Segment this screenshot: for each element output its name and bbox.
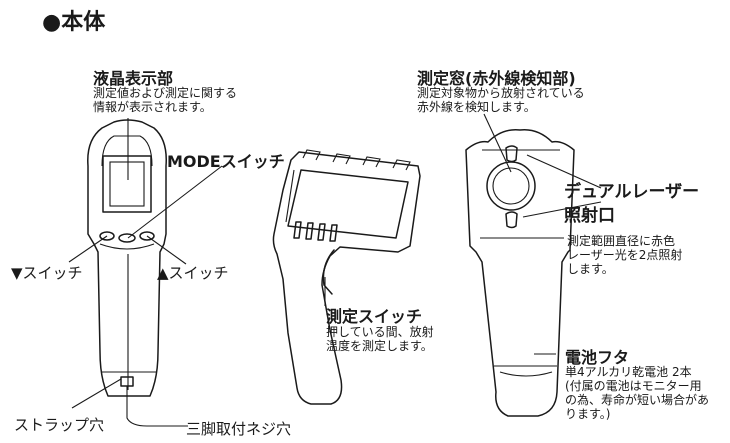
trigger-title: 測定スイッチ <box>326 307 423 326</box>
battery-cover-title: 電池フタ <box>565 348 630 367</box>
leader-lines <box>68 113 602 427</box>
down-switch-label: ▼スイッチ <box>11 264 83 282</box>
side-view-illustration <box>272 149 421 405</box>
lcd-title: 液晶表示部 <box>93 69 174 88</box>
tripod-hole-label: 三脚取付ネジ穴 <box>186 420 292 438</box>
sensor-window-description: 測定対象物から放射されている 赤外線を検知します。 <box>417 86 585 114</box>
battery-cover-description: 単4アルカリ乾電池 2本 (付属の電池はモニター用 の為、寿命が短い場合があ り… <box>565 365 710 421</box>
up-switch-label: ▲スイッチ <box>157 264 229 282</box>
front-view-illustration <box>87 119 167 397</box>
back-view-illustration <box>465 129 575 417</box>
trigger-description: 押している間、放射 温度を測定します。 <box>326 325 434 353</box>
lcd-description: 測定値および測定に関する 情報が表示されます。 <box>93 86 238 114</box>
mode-switch-label: MODEスイッチ <box>167 152 285 171</box>
laser-title: デュアルレーザー 照射口 <box>564 182 700 226</box>
strap-hole-label: ストラップ穴 <box>14 416 105 434</box>
section-heading: ●本体 <box>42 10 106 35</box>
laser-description: 測定範囲直径に赤色 レーザー光を2点照射 します。 <box>567 234 683 276</box>
sensor-window-title: 測定窓(赤外線検知部) <box>417 69 576 88</box>
